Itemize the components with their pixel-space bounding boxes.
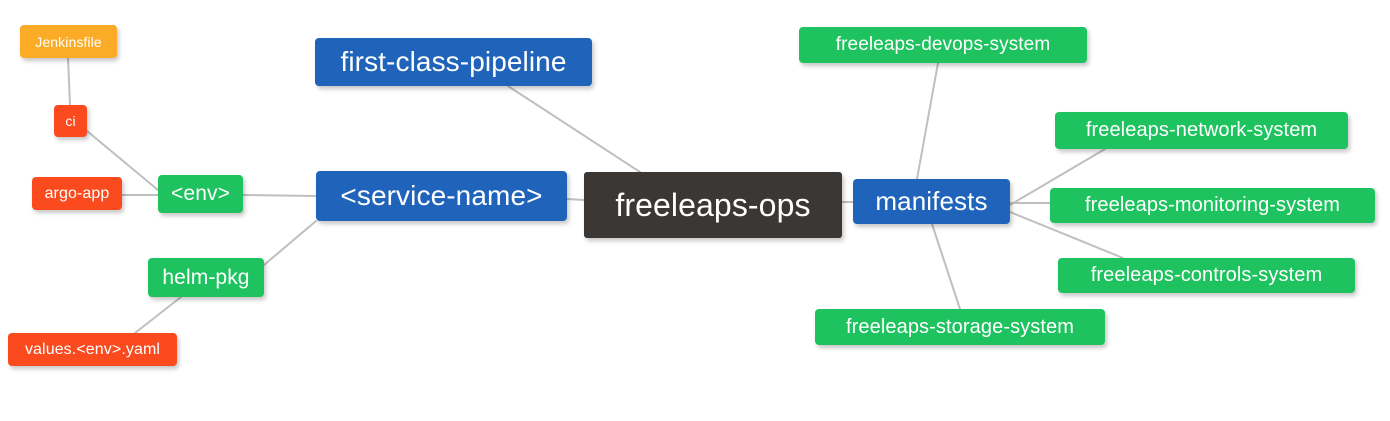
edge-servicename-helmpkg [263,220,317,266]
edge-jenkinsfile-ci [67,57,71,106]
mindmap-node-first-class-pipeline[interactable]: first-class-pipeline [315,38,592,86]
mindmap-node-freeleaps-storage-system[interactable]: freeleaps-storage-system [815,309,1105,345]
mindmap-node-helm-pkg[interactable]: helm-pkg [148,258,264,297]
mindmap-node-freeleaps-monitoring-system[interactable]: freeleaps-monitoring-system [1050,188,1375,223]
edge-manifests-storage [931,223,961,310]
mindmap-node-service-name[interactable]: <service-name> [316,171,567,221]
edge-env-servicename [242,194,317,197]
edge-pipeline-ops [507,85,641,173]
mindmap-node-jenkinsfile[interactable]: Jenkinsfile [20,25,117,58]
mindmap-node-freeleaps-controls-system[interactable]: freeleaps-controls-system [1058,258,1355,293]
mindmap-node-manifests[interactable]: manifests [853,179,1010,224]
mindmap-node-argo-app[interactable]: argo-app [32,177,122,210]
mindmap-node-freeleaps-devops-system[interactable]: freeleaps-devops-system [799,27,1087,63]
edge-manifests-devops [916,62,939,180]
mindmap-node-values-env-yaml[interactable]: values.<env>.yaml [8,333,177,366]
edge-helmpkg-values [134,296,182,334]
mindmap-node-env[interactable]: <env> [158,175,243,213]
mindmap-node-ci[interactable]: ci [54,105,87,137]
edge-servicename-ops [566,198,585,201]
mindmap-node-freeleaps-network-system[interactable]: freeleaps-network-system [1055,112,1348,149]
mindmap-node-freeleaps-ops[interactable]: freeleaps-ops [584,172,842,238]
